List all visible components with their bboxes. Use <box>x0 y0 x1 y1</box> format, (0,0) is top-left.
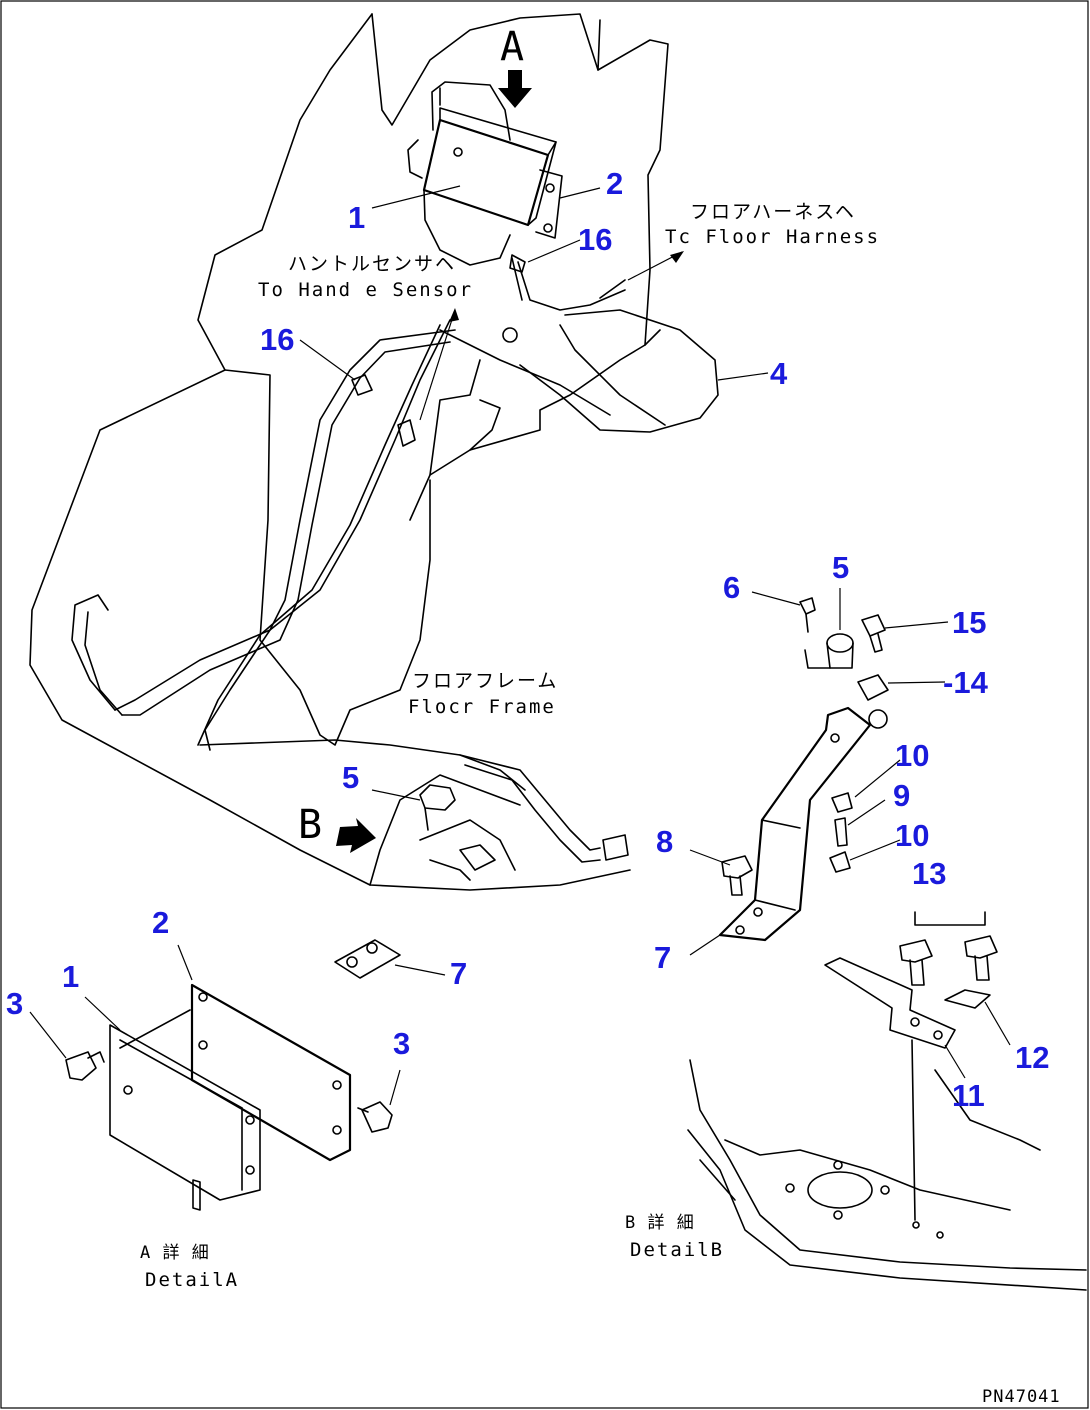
captions: ハントルセンサヘ To Hand e Sensor フロアハーネスヘ Tc Fl… <box>140 201 1061 1407</box>
part-label-1-main: 1 <box>348 200 365 235</box>
part-label-15: 15 <box>952 605 986 640</box>
part-label-5-detail-b: 5 <box>832 550 849 585</box>
part-label-14: -14 <box>943 665 989 700</box>
part-label-10-b: 10 <box>895 818 929 853</box>
part-label-8: 8 <box>656 824 673 859</box>
part-number-labels: 1 2 16 16 4 5 6 5 15 -14 10 9 10 8 13 7 … <box>6 166 1049 1113</box>
caption-detail-b-jp: B 詳 細 <box>625 1213 695 1233</box>
view-letters: A B <box>298 24 524 848</box>
part-label-1-detail-a: 1 <box>62 959 79 994</box>
drawing-code: PN47041 <box>982 1387 1061 1407</box>
part-label-2-main: 2 <box>606 166 623 201</box>
part-label-7-detail-b: 7 <box>654 940 671 975</box>
part-label-16-top: 16 <box>578 222 612 257</box>
caption-detail-a-jp: A 詳 細 <box>140 1243 210 1263</box>
part-label-13: 13 <box>912 856 946 891</box>
view-b-arrow-icon <box>336 818 376 853</box>
caption-floor-frame-jp: フロアフレーム <box>412 670 558 692</box>
detail-b-linework <box>687 597 1087 1291</box>
view-a-arrow-icon <box>498 70 532 108</box>
caption-floor-harness-en: Tc Floor Harness <box>665 226 880 248</box>
part-label-6: 6 <box>723 570 740 605</box>
part-label-10-a: 10 <box>895 738 929 773</box>
part-label-3-right: 3 <box>393 1026 410 1061</box>
caption-detail-a-en: DetailA <box>145 1269 239 1291</box>
part-label-4: 4 <box>770 356 788 391</box>
caption-floor-harness-jp: フロアハーネスヘ <box>690 201 856 223</box>
part-label-9: 9 <box>893 778 910 813</box>
part-label-2-detail-a: 2 <box>152 905 169 940</box>
caption-floor-frame-en: Flocr Frame <box>408 696 556 718</box>
detail-a-linework <box>65 939 401 1211</box>
view-letter-a: A <box>500 24 524 70</box>
caption-handle-sensor-jp: ハントルセンサヘ <box>288 253 456 275</box>
part-label-3-left: 3 <box>6 986 23 1021</box>
part-label-7-mid: 7 <box>450 956 467 991</box>
leader-lines <box>29 185 1011 1106</box>
part-label-12: 12 <box>1015 1040 1049 1075</box>
caption-detail-b-en: DetailB <box>630 1239 724 1261</box>
main-assembly-linework <box>29 13 719 891</box>
part-label-16-left: 16 <box>260 322 294 357</box>
view-letter-b: B <box>298 802 322 848</box>
caption-handle-sensor-en: To Hand e Sensor <box>258 279 473 301</box>
part-label-5-main: 5 <box>342 760 359 795</box>
part-label-11: 11 <box>952 1078 985 1113</box>
